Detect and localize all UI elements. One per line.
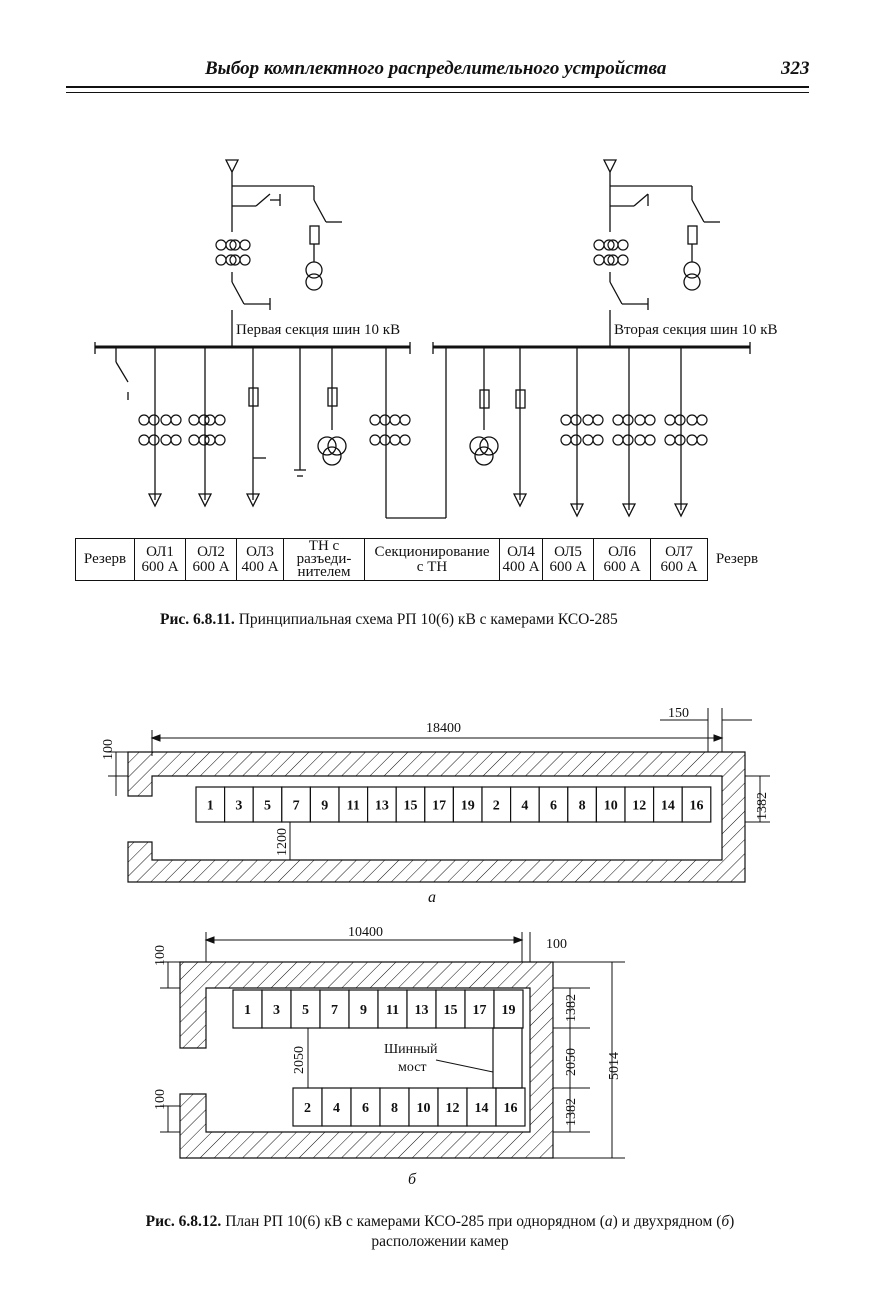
switchgear-cell-number: 9 — [321, 799, 328, 814]
switchgear-cell-number: 3 — [235, 799, 242, 814]
switchgear-cell — [348, 989, 379, 1029]
switchgear-cell — [464, 989, 495, 1029]
switchgear-cell-number: 5 — [302, 1003, 309, 1018]
running-header-title: Выбор комплектного распределительного ус… — [205, 58, 667, 79]
switchgear-cell — [481, 786, 512, 823]
switchgear-cell-number: 2 — [493, 799, 500, 814]
switchgear-cell-number: 4 — [333, 1101, 340, 1116]
switchgear-cell-number: 19 — [461, 799, 475, 814]
switchgear-cell — [493, 989, 524, 1029]
switchgear-cell-number: 10 — [417, 1101, 431, 1116]
switchgear-cell — [652, 786, 683, 823]
switchgear-cell-number: 19 — [502, 1003, 516, 1018]
switchgear-cell-number: 4 — [521, 799, 528, 814]
switchgear-cell — [395, 786, 426, 823]
switchgear-cell — [538, 786, 569, 823]
switchgear-cell-number: 15 — [444, 1003, 458, 1018]
switchgear-cell-number: 8 — [391, 1101, 398, 1116]
plan-a-aisle: 1200 — [275, 828, 290, 856]
switchgear-cell — [466, 1087, 497, 1127]
switchgear-cell — [406, 989, 437, 1029]
plan-a-label: а — [428, 889, 436, 906]
switchgear-cell-number: 12 — [446, 1101, 460, 1116]
switchgear-cell — [321, 1087, 352, 1127]
switchgear-cell-number: 11 — [386, 1003, 399, 1018]
switchgear-cell-number: 6 — [550, 799, 557, 814]
header-rule-thin — [66, 92, 809, 93]
switchgear-cell — [437, 1087, 468, 1127]
plan-b-depth-top: 1382 — [564, 994, 579, 1022]
cell-reserve-left: Резерв — [75, 538, 135, 581]
plan-b-wall-bottom: 100 — [153, 1089, 168, 1110]
switchgear-cell-number: 12 — [632, 799, 646, 814]
switchgear-cell-number: 2 — [304, 1101, 311, 1116]
bus-bridge — [492, 1027, 523, 1089]
plan-a-gap: 150 — [668, 706, 689, 721]
switchgear-cell-number: 1 — [244, 1003, 251, 1018]
plan-b-aisle: 2050 — [292, 1046, 307, 1074]
switchgear-cell-number: 14 — [661, 799, 675, 814]
bus-bridge-label-2: мост — [398, 1060, 427, 1075]
switchgear-cell-number: 6 — [362, 1101, 369, 1116]
single-line-schematic: Первая секция шин 10 кВ Вторая секция ши… — [94, 159, 778, 519]
switchgear-cell — [435, 989, 466, 1029]
switchgear-cell-number: 10 — [604, 799, 618, 814]
switchgear-cell — [681, 786, 712, 823]
switchgear-cell-number: 16 — [690, 799, 704, 814]
plan-b-wall-top: 100 — [153, 945, 168, 966]
switchgear-cell — [261, 989, 292, 1029]
switchgear-cell — [595, 786, 626, 823]
plan-b-length: 10400 — [348, 925, 383, 940]
switchgear-cell-number: 7 — [293, 799, 300, 814]
switchgear-cell-number: 13 — [415, 1003, 429, 1018]
switchgear-cell-number: 1 — [207, 799, 214, 814]
bus1-label: Первая секция шин 10 кВ — [236, 322, 400, 338]
figure-caption-1: Рис. 6.8.11. Принципиальная схема РП 10(… — [160, 611, 618, 628]
switchgear-cell — [424, 786, 454, 823]
switchgear-cell-number: 14 — [475, 1101, 489, 1116]
page-number: 323 — [781, 58, 810, 79]
switchgear-cell-number: 9 — [360, 1003, 367, 1018]
switchgear-cell — [350, 1087, 381, 1127]
switchgear-cell — [232, 989, 263, 1029]
switchgear-cell-number: 11 — [347, 799, 360, 814]
plan-a-wall: 100 — [101, 739, 116, 760]
switchgear-cell — [377, 989, 408, 1029]
switchgear-cell-number: 8 — [579, 799, 586, 814]
switchgear-cell-number: 13 — [375, 799, 389, 814]
plan-a-length: 18400 — [426, 721, 461, 736]
switchgear-cell-number: 15 — [404, 799, 418, 814]
plan-a-depth: 1382 — [755, 792, 770, 820]
plan-b-aisle-right: 2050 — [564, 1048, 579, 1076]
switchgear-cell-number: 16 — [504, 1101, 518, 1116]
switchgear-cell-number: 3 — [273, 1003, 280, 1018]
switchgear-cell-number: 17 — [473, 1003, 487, 1018]
plan-b-gap: 100 — [546, 937, 567, 952]
switchgear-cell — [510, 786, 540, 823]
switchgear-cell-number: 5 — [264, 799, 271, 814]
header-rule — [66, 86, 809, 88]
figure-caption-2: Рис. 6.8.12. План РП 10(6) кВ с камерами… — [145, 1213, 735, 1250]
switchgear-cell — [624, 786, 655, 823]
plan-b-label: б — [408, 1171, 417, 1188]
switchgear-cell — [319, 989, 350, 1029]
switchgear-cell-number: 7 — [331, 1003, 338, 1018]
plan-b-depth-bottom: 1382 — [564, 1098, 579, 1126]
switchgear-cell — [379, 1087, 410, 1127]
bus-bridge-label-1: Шинный — [384, 1042, 438, 1057]
bus2-label: Вторая секция шин 10 кВ — [614, 322, 778, 338]
cell-reserve-right: Резерв — [715, 551, 759, 567]
switchgear-cell-number: 17 — [432, 799, 446, 814]
plan-b-total: 5014 — [607, 1052, 622, 1080]
switchgear-cell — [367, 786, 397, 823]
